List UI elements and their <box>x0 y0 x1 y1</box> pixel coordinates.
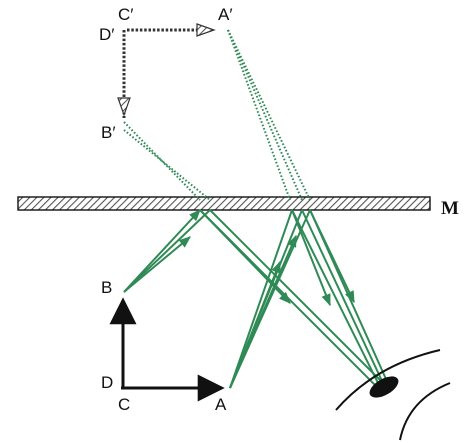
point-label-c: C <box>118 395 131 414</box>
reflected-ray-a1 <box>291 209 379 384</box>
image-label-cprime: C′ <box>118 5 134 24</box>
point-label-d: D <box>101 373 114 392</box>
virtual-ray-a3 <box>227 29 311 201</box>
incident-ray-b1 <box>123 209 201 293</box>
reflected-ray-a1-arrow <box>291 209 331 307</box>
virtual-ray-a1 <box>227 29 291 201</box>
virtual-ray-a2 <box>227 29 303 201</box>
point-label-a: A <box>215 395 227 414</box>
virtual-ray-b2 <box>123 129 211 201</box>
eye-icon <box>335 349 451 441</box>
reflected-ray-a3-arrow <box>309 209 355 304</box>
incident-ray-b-mid <box>123 236 191 293</box>
eye-upper-lid <box>335 349 441 411</box>
image-label-dprime: D′ <box>99 25 115 44</box>
eye-pupil <box>369 376 399 398</box>
mirror-label: M <box>441 198 459 219</box>
virtual-ray-b1 <box>123 121 201 201</box>
virtual-image <box>117 23 216 118</box>
reflected-ray-a2 <box>301 209 383 382</box>
eye-lower-lid <box>399 382 451 441</box>
real-object <box>109 297 225 402</box>
virtual-rays <box>123 29 311 201</box>
reflected-ray-b2 <box>209 209 381 381</box>
image-label-bprime: B′ <box>101 123 116 142</box>
incident-ray-b2 <box>123 209 211 293</box>
mirror <box>17 196 431 211</box>
image-arrowhead-aprime <box>196 23 216 37</box>
real-rays <box>123 209 387 389</box>
incident-ray-a-arrow2 <box>229 234 297 389</box>
point-label-b: B <box>101 278 113 297</box>
incident-ray-a1 <box>229 209 293 389</box>
image-label-aprime: A′ <box>218 5 233 24</box>
image-arrowhead-bprime <box>117 97 131 117</box>
